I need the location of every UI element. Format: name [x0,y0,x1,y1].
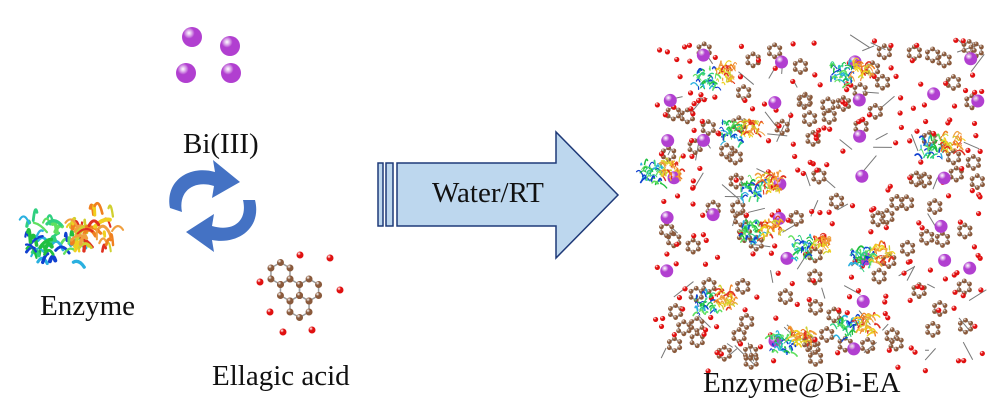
enzyme-bi-ea-framework [635,34,987,374]
ellagic-acid-label: Ellagic acid [212,360,350,392]
ellagic-acid-molecule [256,251,344,336]
reaction-arrow [377,130,620,260]
cycle-arrows-icon [169,160,257,252]
enzyme-label: Enzyme [40,290,136,322]
enzyme-structure [18,201,125,269]
product-label: Enzyme@Bi-EA [703,367,901,399]
bismuth-label: Bi(III) [183,128,259,160]
bismuth-ions [176,27,241,83]
condition-label: Water/RT [432,177,544,209]
